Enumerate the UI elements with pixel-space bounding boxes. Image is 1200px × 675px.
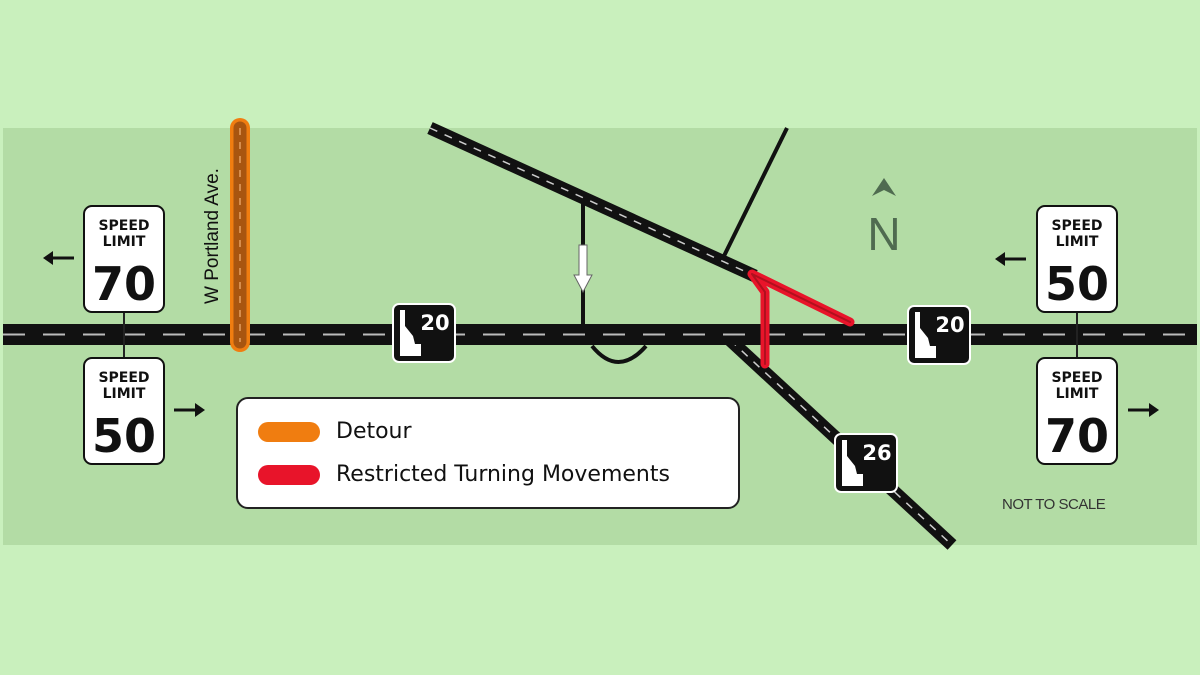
speed-limit-sign-west-50: SPEED LIMIT 50 — [83, 357, 165, 465]
arrow-right-icon — [1128, 403, 1159, 417]
route-shield-20-east: 20 — [907, 305, 971, 365]
arrow-right-icon — [174, 403, 205, 417]
legend-label: Restricted Turning Movements — [336, 462, 670, 487]
arrow-down-icon — [573, 244, 593, 294]
legend-item-restricted: Restricted Turning Movements — [258, 462, 670, 487]
svg-text:70: 70 — [1045, 409, 1109, 463]
scale-note: NOT TO SCALE — [1002, 496, 1106, 513]
svg-text:SPEED: SPEED — [98, 218, 149, 234]
route-shield-20-west: 20 — [392, 303, 456, 363]
svg-text:SPEED: SPEED — [98, 370, 149, 386]
diagonal-road-northwest — [427, 122, 758, 282]
idaho-state-shield-icon — [842, 440, 863, 486]
svg-text:LIMIT: LIMIT — [1056, 386, 1099, 402]
legend-label: Detour — [336, 419, 412, 444]
svg-text:26: 26 — [862, 441, 891, 465]
arrow-left-icon — [43, 251, 74, 265]
speed-limit-sign-west-70: SPEED LIMIT 70 — [83, 205, 165, 313]
loop-ramp — [590, 344, 648, 364]
svg-text:N: N — [867, 208, 900, 260]
north-arrow-icon — [872, 178, 896, 196]
legend-swatch-restricted — [258, 464, 320, 485]
svg-text:20: 20 — [420, 311, 449, 335]
speed-limit-sign-east-70: SPEED LIMIT 70 — [1036, 357, 1118, 465]
ramp-one-way — [573, 200, 593, 326]
idaho-state-shield-icon — [915, 312, 936, 358]
svg-text:LIMIT: LIMIT — [103, 234, 146, 250]
restricted-turning-movements — [747, 269, 855, 369]
svg-text:50: 50 — [92, 409, 156, 463]
arrow-left-icon — [995, 252, 1026, 266]
north-arrow: N — [867, 178, 901, 260]
idaho-state-shield-icon — [400, 310, 421, 356]
street-label-w-portland-ave: W Portland Ave. — [202, 168, 223, 304]
route-shield-26: 26 — [834, 433, 898, 493]
svg-text:LIMIT: LIMIT — [1056, 234, 1099, 250]
svg-text:20: 20 — [935, 313, 964, 337]
legend-item-detour: Detour — [258, 419, 412, 444]
highway-20 — [3, 324, 1197, 345]
side-road-north — [720, 127, 789, 261]
svg-text:SPEED: SPEED — [1051, 370, 1102, 386]
svg-text:50: 50 — [1045, 257, 1109, 311]
legend: Detour Restricted Turning Movements — [236, 397, 740, 509]
svg-text:70: 70 — [92, 257, 156, 311]
svg-text:LIMIT: LIMIT — [103, 386, 146, 402]
svg-text:SPEED: SPEED — [1051, 218, 1102, 234]
legend-swatch-detour — [258, 421, 320, 442]
speed-limit-sign-east-50: SPEED LIMIT 50 — [1036, 205, 1118, 313]
